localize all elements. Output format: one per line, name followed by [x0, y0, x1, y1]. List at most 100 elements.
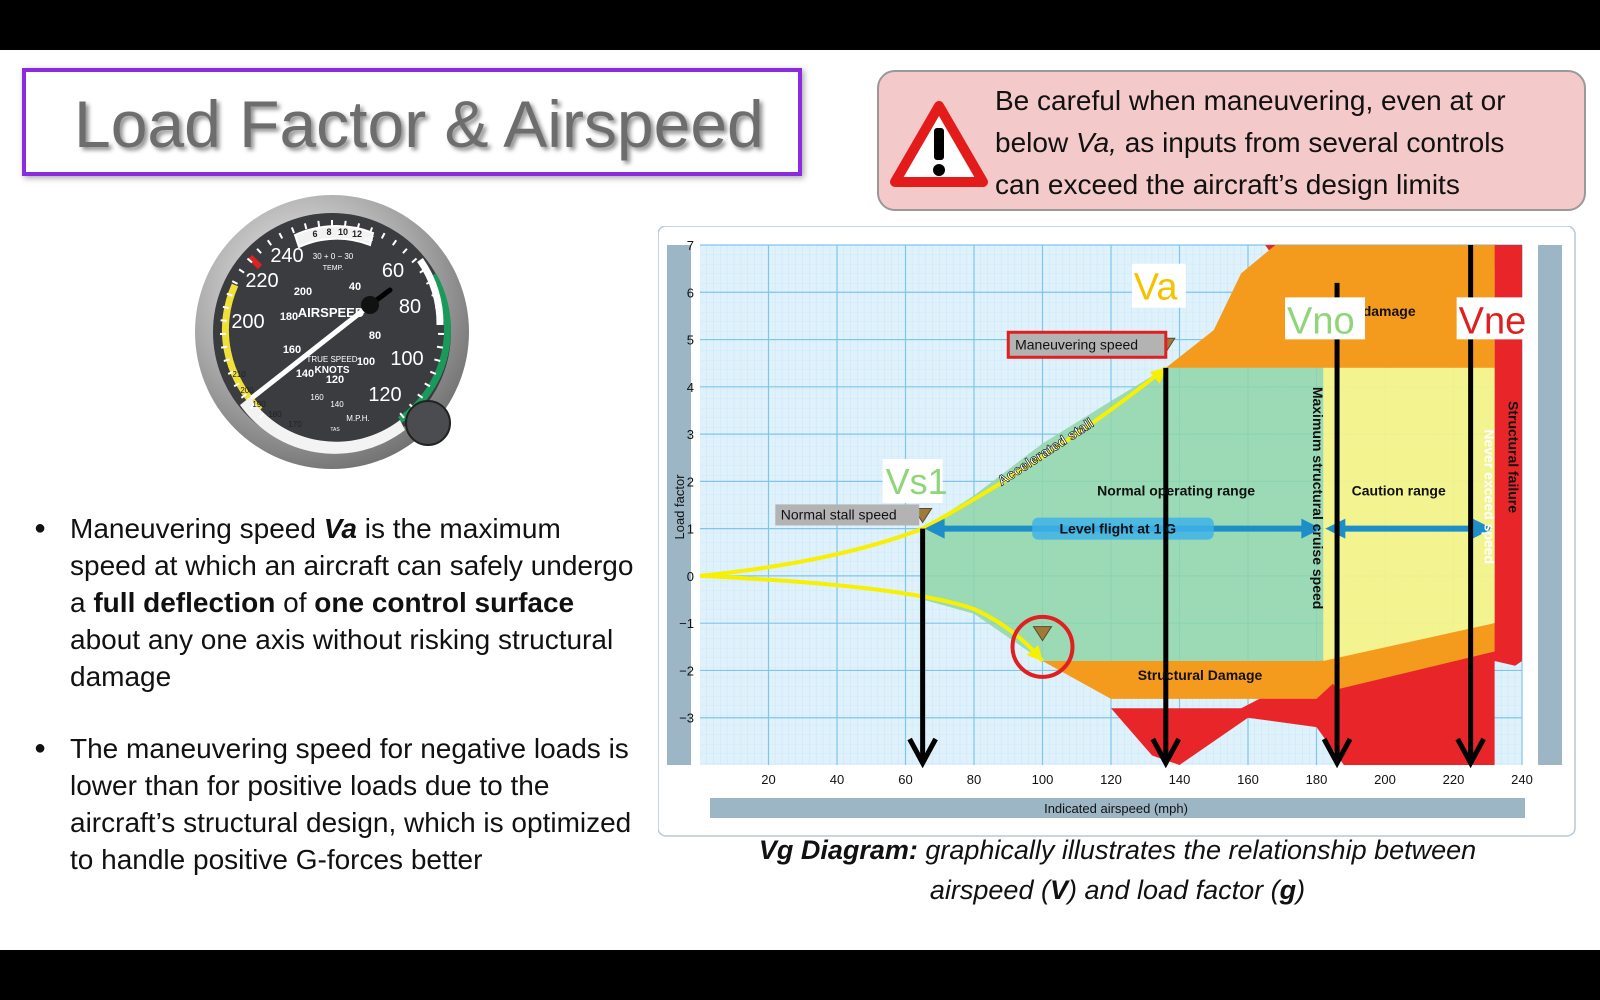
gauge-temp-scale: 30 + 0 − 30 [313, 252, 354, 261]
x-tick-label: 60 [898, 772, 912, 787]
y-tick-label: 0 [687, 569, 694, 584]
warning-text: Be careful when maneuvering, even at or … [995, 80, 1580, 206]
bullet-1-bold-1: full deflection [93, 587, 276, 618]
gauge-tas-tick: 190 [252, 400, 266, 409]
y-tick-label: 4 [687, 380, 694, 395]
y-tick-label: −3 [679, 711, 694, 726]
bullet-2-text: The maneuvering speed for negative loads… [70, 733, 632, 875]
airspeed-indicator: AIRSPEED TEMP. 30 + 0 − 30 TRUE SPEED KN… [195, 195, 469, 469]
structural-damage-bottom-zone [1042, 661, 1338, 699]
structural-damage-bottom-label: Structural Damage [1138, 667, 1263, 683]
gauge-true-speed: TRUE SPEED [306, 355, 357, 364]
gauge-tas-tick: 170 [288, 420, 302, 429]
page-title: Load Factor & Airspeed [74, 87, 764, 161]
caption-line-1: Vg Diagram: graphically illustrates the … [660, 830, 1575, 870]
gauge-tas-tick: 180 [268, 410, 282, 419]
bullet-1: ● Maneuvering speed Va is the maximum sp… [30, 510, 640, 695]
x-tick-label: 220 [1443, 772, 1465, 787]
va-label-bg [1131, 263, 1186, 308]
gauge-alt-tick: 12 [352, 229, 362, 239]
never-exceed-label: Never exceed speed [1481, 429, 1497, 564]
gauge-label: AIRSPEED [298, 305, 364, 320]
bullet-1-post: about any one axis without risking struc… [70, 624, 614, 692]
caption-line-1-text: graphically illustrates the relationship… [917, 835, 1477, 865]
gauge-knob[interactable] [405, 400, 451, 446]
gauge-alt-label: ALT [364, 237, 375, 243]
y-tick-label: −2 [679, 663, 694, 678]
x-tick-label: 200 [1374, 772, 1396, 787]
bullet-list: ● Maneuvering speed Va is the maximum sp… [30, 510, 640, 913]
gauge-outer-label: 240 [270, 245, 303, 267]
warning-line-2-post: as inputs from several controls [1116, 127, 1505, 158]
warning-line-1: Be careful when maneuvering, even at or [995, 85, 1506, 116]
bullet-1-mid1: is the maximum speed at which an aircraf… [70, 513, 634, 618]
gauge-mph-label: 160 [310, 393, 324, 402]
bullet-dot-1: ● [34, 517, 47, 539]
gauge-outer-label: 60 [382, 260, 404, 282]
maneuvering-label: Maneuvering speed [1015, 336, 1138, 352]
va-label: Va [1134, 267, 1179, 309]
warning-va: Va, [1075, 127, 1117, 158]
vne-label: Vne [1459, 300, 1527, 342]
level-flight-label: Level flight at 1 G [1059, 521, 1176, 537]
y-tick-label: 1 [687, 522, 694, 537]
gauge-inner-label: 200 [294, 286, 312, 298]
gauge-temp-label: TEMP. [323, 265, 344, 272]
maneuvering-label-box [1006, 330, 1168, 359]
vne-label-bg [1456, 297, 1535, 340]
x-tick-label: 20 [761, 772, 775, 787]
y-axis-label: Load factor [672, 474, 687, 540]
speed-marker-icon [1032, 626, 1053, 642]
negative-stall-curve [699, 573, 1045, 663]
warning-callout: Be careful when maneuvering, even at or … [877, 70, 1586, 211]
gauge-inner-label: 140 [296, 368, 314, 380]
gauge-outer-label: 80 [399, 296, 421, 318]
gauge-inner-label: 40 [349, 281, 361, 293]
bullet-1-mid2: of [275, 587, 315, 618]
x-tick-label: 140 [1169, 772, 1191, 787]
vno-label-bg [1285, 297, 1366, 340]
slide: Load Factor & Airspeed Be careful when m… [0, 50, 1600, 950]
caution-range-label: Caution range [1352, 483, 1446, 499]
y-tick-label: 2 [687, 474, 694, 489]
gauge-alt-tick: 10 [338, 227, 348, 237]
gauge-tas-tick: 210 [232, 370, 246, 379]
gauge-outer-label: 120 [368, 384, 401, 406]
gauge-inner-label: 100 [357, 356, 375, 368]
warning-triangle-icon [890, 101, 988, 187]
gauge-outer-label: 200 [231, 311, 264, 333]
gauge-outer-label: 100 [390, 348, 423, 370]
gauge-inner-label: 180 [280, 311, 298, 323]
x-tick-label: 240 [1511, 772, 1533, 787]
warning-line-2-pre: below [995, 127, 1076, 158]
x-axis-label: Indicated airspeed (mph) [1044, 801, 1188, 816]
bullet-1-pre: Maneuvering speed [70, 513, 324, 544]
y-tick-label: 7 [687, 238, 694, 253]
gauge-mph-label: 140 [330, 400, 344, 409]
x-tick-label: 180 [1306, 772, 1328, 787]
y-tick-label: −1 [679, 616, 694, 631]
gauge-inner-label: 80 [369, 330, 381, 342]
vs1-label: Vs1 [886, 461, 948, 502]
x-tick-label: 100 [1032, 772, 1054, 787]
x-tick-label: 40 [830, 772, 844, 787]
x-tick-label: 160 [1237, 772, 1259, 787]
caption-v: V [1049, 875, 1068, 905]
warning-line-2: below Va, as inputs from several control… [995, 122, 1580, 164]
max-cruise-label: Maximum structural cruise speed [1310, 387, 1326, 610]
caption-line-2-c: ) [1296, 875, 1306, 905]
bullet-2: ● The maneuvering speed for negative loa… [30, 730, 640, 878]
level-flight-label-bg [1032, 517, 1214, 540]
normal-stall-label: Normal stall speed [781, 506, 897, 522]
caption-g: g [1279, 875, 1297, 905]
caption-line-2: airspeed (V) and load factor (g) [660, 870, 1575, 910]
x-tick-label: 80 [967, 772, 981, 787]
bullet-1-va: Va [323, 513, 357, 544]
negative-va-highlight [1010, 614, 1075, 679]
x-tick-label: 120 [1100, 772, 1122, 787]
gauge-tas-tick: 200 [240, 386, 254, 395]
y-tick-label: 6 [687, 285, 694, 300]
caption-bold: Vg Diagram: [758, 835, 918, 865]
gauge-outer-label: 220 [245, 270, 278, 292]
